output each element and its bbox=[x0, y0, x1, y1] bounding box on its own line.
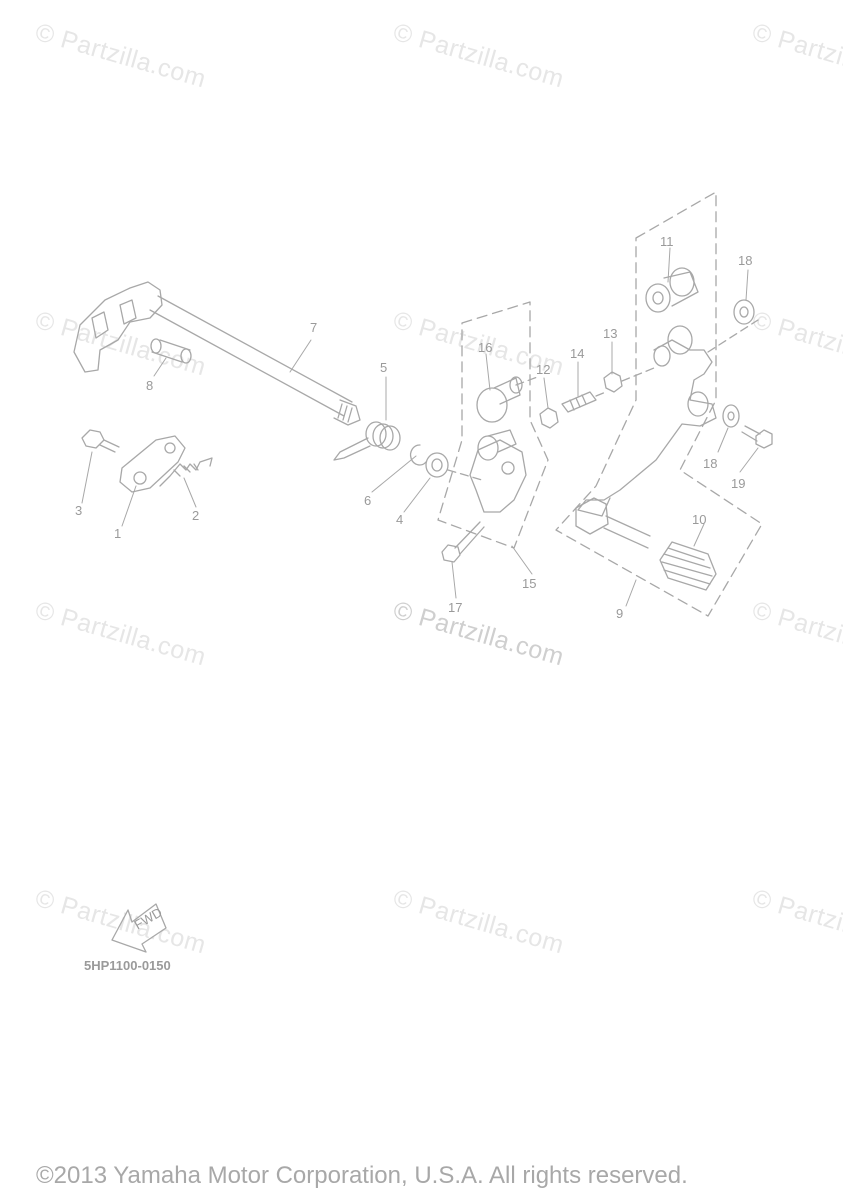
return-spring bbox=[159, 457, 213, 487]
callout-18-lower: 18 bbox=[703, 456, 717, 471]
fwd-label: FWD bbox=[132, 905, 165, 933]
nut-12 bbox=[539, 407, 559, 429]
joint-16 bbox=[476, 376, 523, 423]
callout-19: 19 bbox=[731, 476, 745, 491]
callout-2: 2 bbox=[192, 508, 199, 523]
alignment-lines bbox=[447, 319, 759, 481]
callout-4: 4 bbox=[396, 512, 403, 527]
callout-3: 3 bbox=[75, 503, 82, 518]
leader-lines bbox=[81, 247, 759, 607]
nut-13 bbox=[603, 371, 623, 393]
callout-11: 11 bbox=[660, 234, 674, 249]
shift-shaft bbox=[73, 281, 361, 426]
callout-14: 14 bbox=[570, 346, 584, 361]
arm-assembly-outline bbox=[437, 301, 549, 549]
shift-pedal bbox=[575, 325, 717, 549]
copyright-notice: ©2013 Yamaha Motor Corporation, U.S.A. A… bbox=[36, 1162, 688, 1189]
circlip bbox=[410, 444, 427, 466]
callout-16: 16 bbox=[478, 340, 492, 355]
callout-17: 17 bbox=[448, 600, 462, 615]
shift-arm bbox=[469, 429, 527, 513]
washer-18-upper bbox=[733, 299, 755, 325]
forward-arrow-icon bbox=[111, 903, 167, 953]
callout-5: 5 bbox=[380, 360, 387, 375]
callout-7: 7 bbox=[310, 320, 317, 335]
callout-18-upper: 18 bbox=[738, 253, 752, 268]
pedal-assembly-outline bbox=[555, 191, 763, 617]
callout-10: 10 bbox=[692, 512, 706, 527]
bolt-3 bbox=[81, 429, 120, 453]
callout-12: 12 bbox=[536, 362, 550, 377]
stopper-lever bbox=[119, 435, 186, 493]
diagram-code: 5HP1100-0150 bbox=[84, 958, 171, 973]
pedal-rubber bbox=[659, 541, 717, 591]
callout-15: 15 bbox=[522, 576, 536, 591]
callout-1: 1 bbox=[114, 526, 121, 541]
adjuster-bolt bbox=[561, 391, 597, 413]
callout-13: 13 bbox=[603, 326, 617, 341]
callout-6: 6 bbox=[364, 493, 371, 508]
bolt-17 bbox=[441, 521, 485, 563]
washer-18-lower bbox=[722, 404, 740, 428]
callout-8: 8 bbox=[146, 378, 153, 393]
callout-labels: 7 8 5 6 4 3 1 2 16 12 14 13 11 18 18 19 … bbox=[75, 234, 752, 932]
bolt-19 bbox=[741, 425, 773, 449]
dowel-pin bbox=[150, 338, 192, 364]
torsion-spring bbox=[333, 421, 401, 461]
washer bbox=[425, 452, 449, 478]
callout-9: 9 bbox=[616, 606, 623, 621]
joint-11 bbox=[645, 267, 699, 313]
